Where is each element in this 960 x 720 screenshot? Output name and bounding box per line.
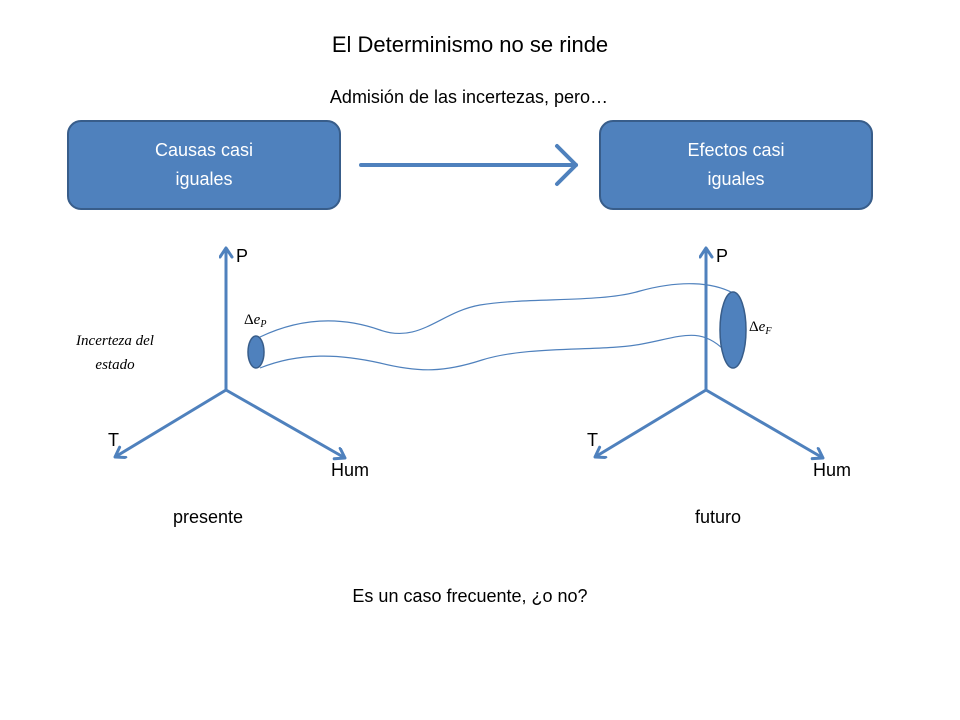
causes-box-line2: iguales: [175, 169, 233, 189]
slide-title: El Determinismo no se rinde: [331, 32, 609, 57]
footer-question: Es un caso frecuente, ¿o no?: [352, 586, 588, 606]
present-uncertainty-ellipse: [247, 335, 265, 369]
future-e-symbol: e: [758, 319, 766, 335]
state-uncertainty-line1: Incerteza del: [76, 333, 154, 349]
present-caption: presente: [173, 507, 244, 527]
state-uncertainty-line2: estado: [95, 357, 135, 373]
future-t-axis: [595, 388, 707, 457]
future-axes: [595, 248, 823, 458]
future-uncertainty-ellipse: [719, 291, 747, 369]
slide-subtitle: Admisión de las incertezas, pero…: [329, 87, 609, 107]
present-uncertainty-label: ΔeP: [244, 310, 266, 335]
present-p-label: P: [236, 246, 249, 266]
effects-box-line2: iguales: [707, 169, 765, 189]
present-t-axis: [115, 388, 227, 457]
future-delta-symbol: Δ: [749, 319, 759, 335]
present-subscript: P: [260, 319, 267, 330]
future-hum-label: Hum: [813, 460, 852, 480]
present-hum-axis: [225, 388, 345, 458]
future-caption: futuro: [695, 507, 742, 527]
present-axes: [115, 248, 345, 458]
causes-box-line1: Causas casi: [154, 140, 254, 160]
future-p-label: P: [716, 246, 729, 266]
evolution-tube-lower: [259, 334, 725, 371]
present-e-symbol: e: [253, 312, 261, 328]
present-t-label: T: [108, 430, 119, 450]
state-uncertainty-label: Incerteza del estado: [50, 329, 180, 377]
future-subscript: F: [765, 326, 772, 337]
present-delta-symbol: Δ: [244, 312, 254, 328]
evolution-tube-upper: [259, 283, 734, 338]
effects-box: Efectos casi iguales: [599, 120, 873, 210]
effects-box-line1: Efectos casi: [687, 140, 785, 160]
future-hum-axis: [705, 388, 823, 458]
future-uncertainty-label: ΔeF: [749, 317, 771, 342]
present-hum-label: Hum: [331, 460, 370, 480]
future-t-label: T: [587, 430, 598, 450]
causes-box: Causas casi iguales: [67, 120, 341, 210]
